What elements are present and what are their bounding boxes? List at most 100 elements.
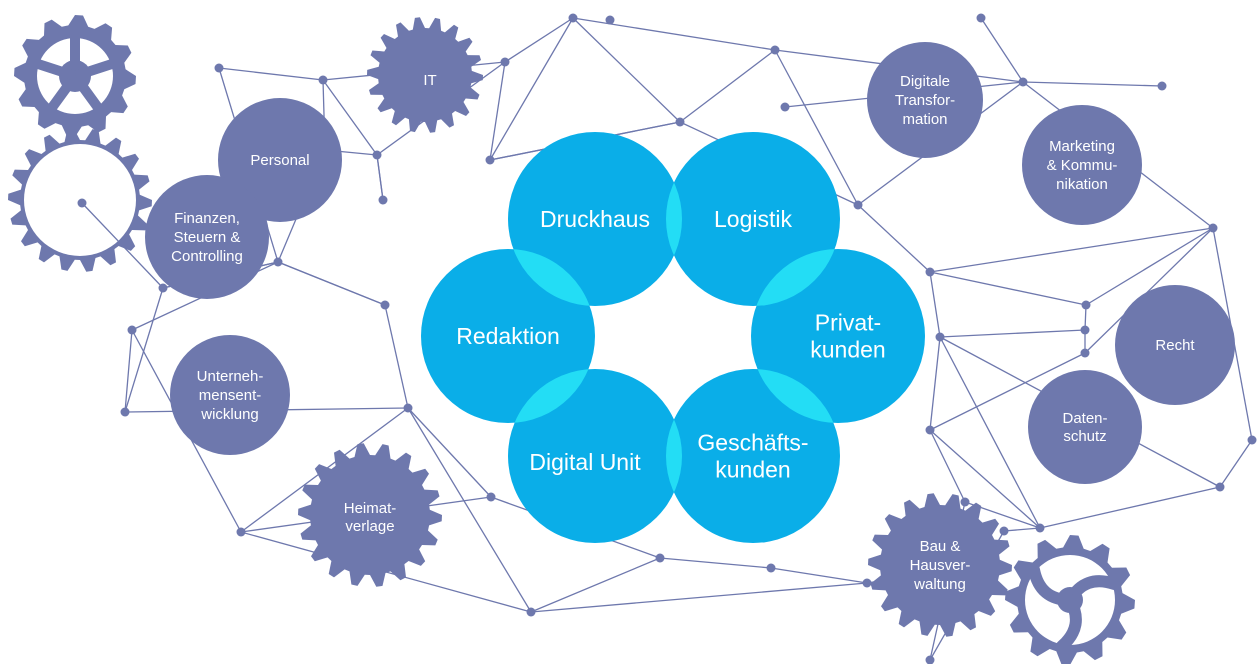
node-circle <box>170 335 290 455</box>
gears <box>8 15 1135 664</box>
network-dot <box>935 332 945 342</box>
network-line <box>679 49 776 123</box>
network-dot <box>120 407 130 417</box>
finanzen-node: Finanzen,Steuern &Controlling <box>145 175 269 299</box>
logistik-label: Logistik <box>714 206 792 232</box>
network-dot <box>976 13 986 23</box>
network-line <box>530 557 661 613</box>
network-dot <box>158 283 168 293</box>
network-line <box>322 79 378 156</box>
gear-spokes <box>1028 563 1121 653</box>
network-dot <box>862 578 872 588</box>
network-dot <box>770 45 780 55</box>
network-line <box>124 329 133 413</box>
network-dot <box>1215 482 1225 492</box>
gear-icon <box>298 443 442 587</box>
network-line <box>489 17 574 161</box>
it-node: IT <box>423 72 436 89</box>
network-line <box>939 336 1041 529</box>
unternehmensentwicklung-label: Unterneh-mensent-wicklung <box>197 368 264 423</box>
gear-icon <box>14 15 136 137</box>
network-dot <box>568 13 578 23</box>
network-dot <box>1018 77 1028 87</box>
heimatverlage-label: Heimat-verlage <box>344 500 397 535</box>
network-dot <box>318 75 328 85</box>
network-dot <box>1080 325 1090 335</box>
network-line <box>770 567 868 584</box>
network-dot <box>214 63 224 73</box>
network-line <box>929 429 966 503</box>
network-dot <box>1081 300 1091 310</box>
finanzen-label: Finanzen,Steuern &Controlling <box>171 210 243 265</box>
network-dot <box>77 198 87 208</box>
network-dot <box>999 526 1009 536</box>
network-dot <box>526 607 536 617</box>
network-line <box>659 557 772 569</box>
network-dot <box>127 325 137 335</box>
network-dot <box>925 267 935 277</box>
network-line <box>1039 486 1221 529</box>
privatkunden-label: Privat-kunden <box>810 310 885 363</box>
network-dot <box>486 492 496 502</box>
network-line <box>218 67 324 81</box>
network-line <box>929 271 1087 306</box>
gear-spokes <box>33 34 117 113</box>
network-line <box>857 204 931 273</box>
node-circle <box>1028 370 1142 484</box>
network-line <box>980 17 1024 83</box>
network-dot <box>485 155 495 165</box>
node-circle <box>1115 285 1235 405</box>
network-line <box>774 49 859 206</box>
personal-node: Personal <box>218 98 342 222</box>
gear-icon <box>868 493 1012 637</box>
network-dot <box>236 527 246 537</box>
network-line <box>572 17 681 123</box>
network-line <box>572 17 776 51</box>
network-dot <box>1080 348 1090 358</box>
bau-label: Bau &Hausver-waltung <box>910 538 971 593</box>
marketing-node: Marketing& Kommu-nikation <box>1022 105 1142 225</box>
geschaeftskunden-label: Geschäfts-kunden <box>697 430 808 483</box>
network-line <box>530 582 868 613</box>
redaktion-label: Redaktion <box>456 323 560 349</box>
bau-node: Bau &Hausver-waltung <box>910 538 971 593</box>
network-dot <box>675 117 685 127</box>
unternehmensentwicklung-node: Unterneh-mensent-wicklung <box>170 335 290 455</box>
network-dot <box>500 57 510 67</box>
network-line <box>929 429 1041 529</box>
recht-node: Recht <box>1115 285 1235 405</box>
digital-unit-circle <box>508 369 682 543</box>
personal-label: Personal <box>250 152 309 169</box>
network-line <box>929 336 941 431</box>
network-line <box>277 261 386 306</box>
network-line <box>1084 227 1214 354</box>
network-dot <box>273 257 283 267</box>
network-dot <box>655 553 665 563</box>
network-dot <box>960 497 970 507</box>
node-circle <box>1022 105 1142 225</box>
digital-unit-label: Digital Unit <box>529 449 641 475</box>
network-line <box>929 352 1086 431</box>
network-line <box>929 271 941 338</box>
network-line <box>384 304 409 409</box>
network-line <box>489 61 506 161</box>
network-line <box>1022 81 1163 87</box>
network-line <box>1085 227 1214 306</box>
geschaeftskunden-circle <box>666 369 840 543</box>
network-dot <box>1035 523 1045 533</box>
network-line <box>407 407 532 613</box>
network-line <box>1003 527 1041 532</box>
network-dot <box>925 425 935 435</box>
network-line <box>939 329 1086 338</box>
druckhaus-label: Druckhaus <box>540 206 650 232</box>
network-dot <box>853 200 863 210</box>
overlap-lens <box>751 249 840 306</box>
node-circle <box>145 175 269 299</box>
network-dot <box>605 15 615 25</box>
network-line <box>929 227 1214 273</box>
